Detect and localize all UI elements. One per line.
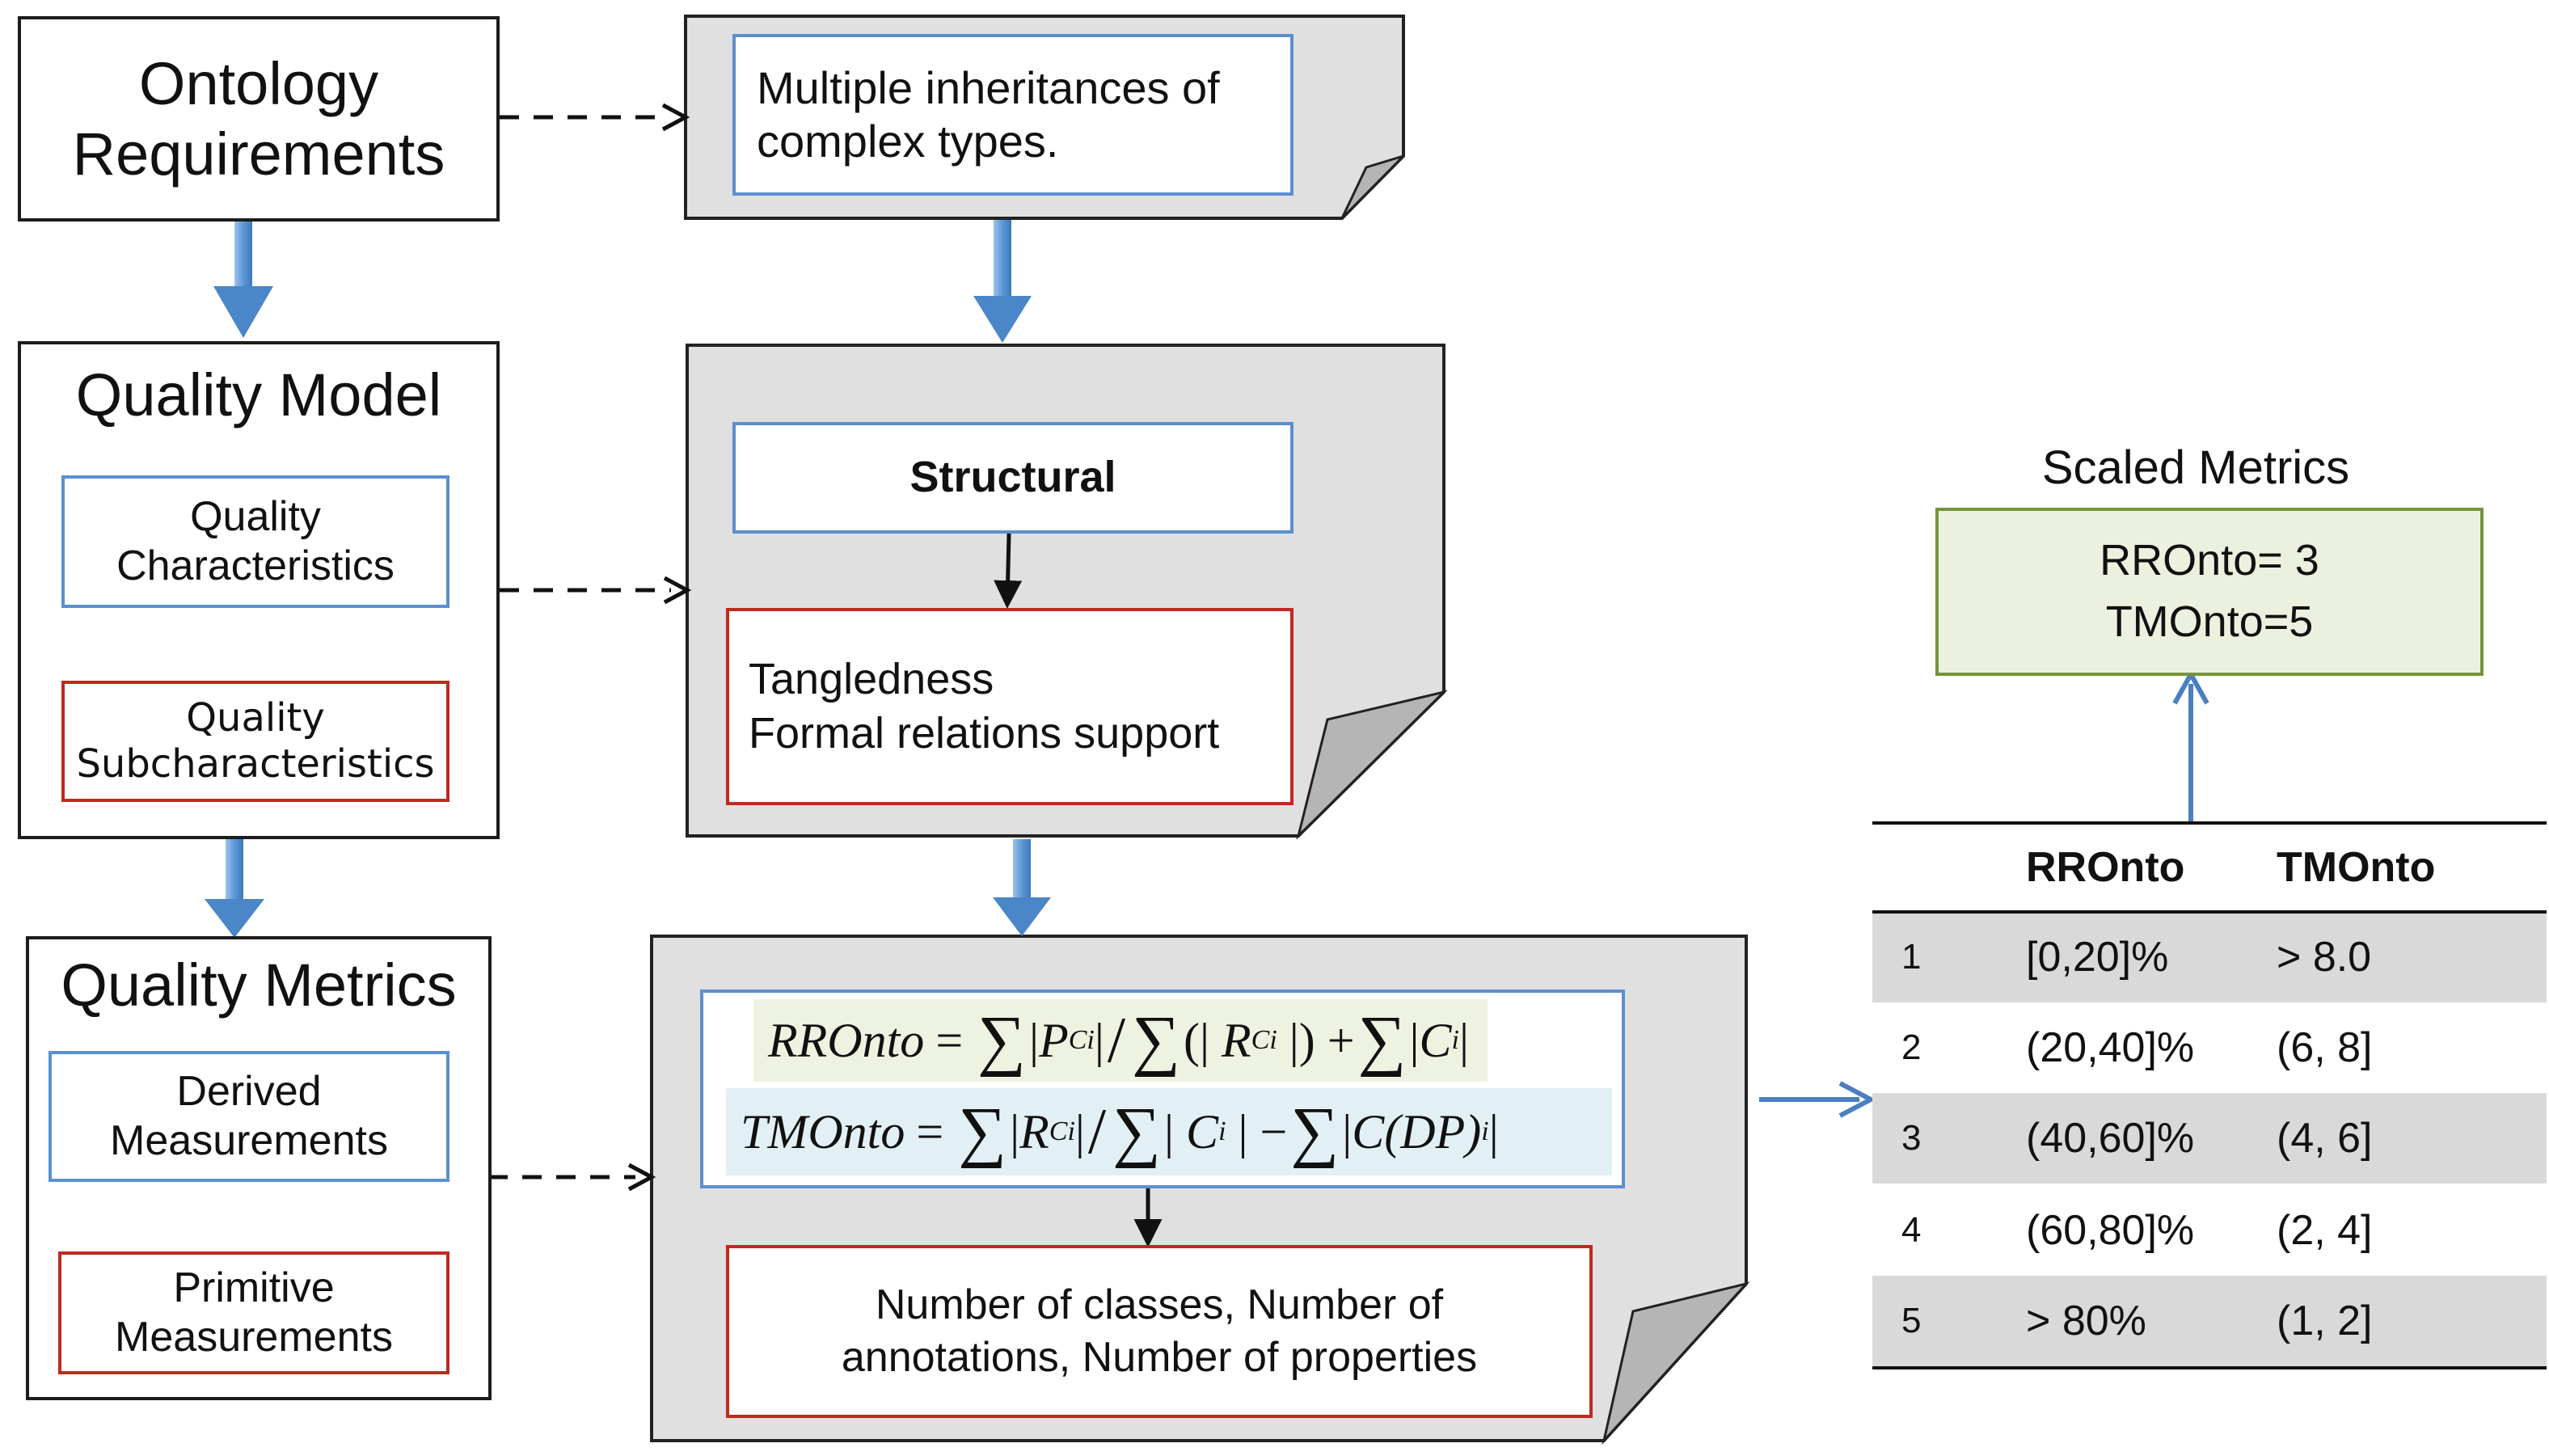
formula-tmonto-r-sub: Ci [1049, 1116, 1075, 1146]
formula-tmonto-r: R [1019, 1104, 1049, 1158]
quality-metrics-title: Quality Metrics [61, 952, 457, 1019]
table-cell-level: 5 [1901, 1301, 1922, 1340]
requirement-text: Multiple inheritances of complex types. [757, 61, 1220, 167]
scaled-metrics-box: RROnto= 3 TMOnto=5 [1935, 508, 2484, 676]
ontology-requirements-label: Ontology Requirements [72, 49, 445, 188]
structural-box: Structural [732, 422, 1293, 534]
table-cell-tmonto: (6, 8] [2277, 1024, 2373, 1071]
scale-table-shading [1872, 912, 2547, 1366]
scaled-metric-rronto: RROnto= 3 [2100, 536, 2319, 585]
primitive-measurements-label: Primitive Measurements [115, 1264, 393, 1361]
table-cell-tmonto: (2, 4] [2277, 1207, 2373, 1254]
formula-tmonto-lhs: TMOnto [741, 1104, 905, 1158]
table-cell-tmonto: > 8.0 [2277, 934, 2372, 981]
formula-rronto-r: R [1221, 1013, 1251, 1067]
dashed-arrow-requirements [500, 103, 690, 132]
table-row: 5 > 80% (1, 2] [1872, 1276, 2547, 1366]
table-row: 2 (20,40]% (6, 8] [1872, 1002, 2547, 1093]
table-row: 4 (60,80]% (2, 4] [1872, 1185, 2547, 1276]
table-cell-rronto: > 80% [2026, 1298, 2146, 1344]
arrow-structural-to-tangledness [994, 533, 1023, 609]
quality-subcharacteristics-label: Quality Subcharacteristics [76, 695, 435, 787]
structural-label: Structural [909, 453, 1116, 502]
table-row: 1 [0,20]% > 8.0 [1872, 912, 2547, 1002]
table-cell-rronto: (40,60]% [2026, 1115, 2195, 1162]
table-cell-rronto: [0,20]% [2026, 934, 2169, 981]
formula-rronto-c: C [1419, 1013, 1452, 1067]
table-cell-level: 1 [1901, 937, 1922, 977]
flow-arrow-model-to-metrics [205, 839, 264, 938]
dashed-arrow-model [500, 576, 692, 605]
arrow-formulas-to-table [1759, 1081, 1876, 1118]
table-cell-rronto: (20,40]% [2026, 1024, 2195, 1071]
table-cell-rronto: (60,80]% [2026, 1207, 2195, 1254]
counts-box: Number of classes, Number of annotations… [726, 1245, 1593, 1418]
formula-rronto-lhs: RROnto [768, 1013, 925, 1067]
note-quality-metrics-fold [1602, 1281, 1750, 1445]
derived-measurements-box: Derived Measurements [49, 1051, 449, 1182]
arrow-table-to-scaled [2172, 669, 2209, 823]
table-cell-level: 4 [1901, 1210, 1922, 1250]
formula-tmonto-c: C [1186, 1104, 1219, 1158]
flow-arrow-structural-to-formulas [993, 839, 1051, 936]
note-quality-model-fold [1296, 690, 1448, 840]
requirement-text-box: Multiple inheritances of complex types. [732, 34, 1293, 196]
table-cell-level: 3 [1901, 1118, 1922, 1158]
quality-subcharacteristics-box: Quality Subcharacteristics [61, 681, 449, 802]
formula-rronto-p-sub: Ci [1068, 1025, 1095, 1055]
quality-characteristics-label: Quality Characteristics [116, 492, 395, 589]
counts-text: Number of classes, Number of annotations… [841, 1281, 1478, 1381]
table-header-rronto: RROnto [2026, 844, 2185, 891]
derived-measurements-label: Derived Measurements [110, 1067, 388, 1164]
tangledness-text: Tangledness Formal relations support [749, 654, 1220, 758]
formula-tmonto-c-sub: i [1218, 1116, 1226, 1146]
formula-tmonto-dp: C(DP) [1352, 1104, 1482, 1158]
scaled-metrics-title: Scaled Metrics [2041, 441, 2350, 494]
scale-table-header: RROnto TMOnto [1872, 823, 2547, 912]
formula-rronto-c-sub: i [1451, 1025, 1459, 1055]
table-cell-tmonto: (1, 2] [2277, 1298, 2373, 1344]
scaled-metric-tmonto: TMOnto=5 [2105, 597, 2314, 646]
quality-characteristics-box: Quality Characteristics [61, 475, 449, 608]
flow-arrow-requirements-to-model [213, 222, 273, 338]
formula-rronto-r-sub: Ci [1251, 1025, 1277, 1055]
note-requirement-fold [1340, 154, 1405, 220]
primitive-measurements-box: Primitive Measurements [58, 1251, 449, 1374]
table-header-tmonto: TMOnto [2277, 844, 2436, 891]
formula-rronto-p: P [1039, 1013, 1069, 1067]
flow-arrow-requirement-to-structural [973, 220, 1032, 343]
table-cell-tmonto: (4, 6] [2277, 1115, 2373, 1162]
table-cell-level: 2 [1901, 1028, 1922, 1067]
quality-model-title: Quality Model [75, 361, 442, 428]
ontology-requirements-box: Ontology Requirements [18, 16, 500, 222]
formula-tmonto-dp-sub: i [1481, 1116, 1489, 1146]
table-row: 3 (40,60]% (4, 6] [1872, 1093, 2547, 1184]
tangledness-box: Tangledness Formal relations support [726, 608, 1293, 805]
dashed-arrow-metrics [488, 1163, 656, 1192]
